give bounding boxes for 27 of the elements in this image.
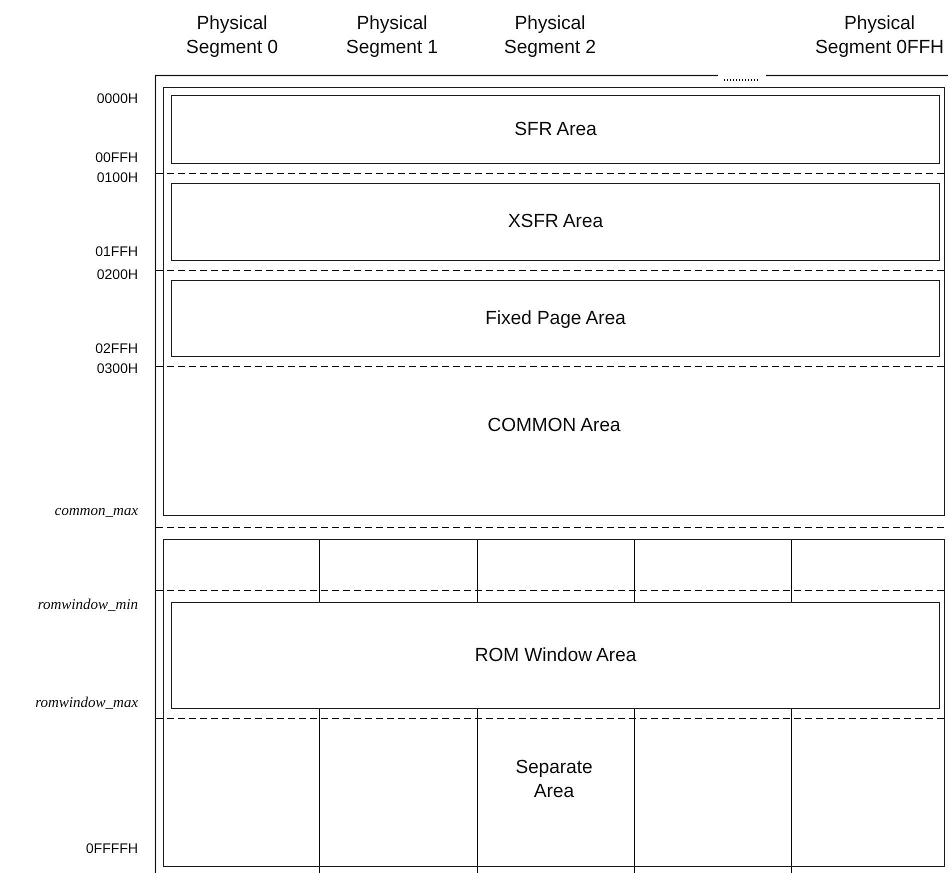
- address-label: romwindow_min: [38, 597, 138, 614]
- area-label: XSFR Area: [508, 211, 604, 233]
- address-label: 0200H: [96, 266, 138, 282]
- memory-area-box: [163, 87, 945, 516]
- address-label: 0300H: [96, 360, 138, 376]
- memory-area-box: [163, 539, 945, 867]
- column-header: Physical Segment 0: [185, 12, 279, 60]
- column-header: Physical Segment 0FFH: [814, 12, 945, 60]
- column-header: Physical Segment 1: [345, 12, 439, 60]
- area-label: Fixed Page Area: [485, 308, 626, 330]
- memory-area-box: [171, 602, 940, 709]
- memory-area-box: [171, 183, 940, 261]
- column-header: Physical Segment 2: [503, 12, 597, 60]
- address-label: 0000H: [96, 90, 138, 106]
- address-label: 0FFFFH: [86, 840, 138, 856]
- area-label: COMMON Area: [487, 415, 621, 437]
- address-label: romwindow_max: [35, 695, 138, 712]
- address-label: 00FFH: [95, 149, 138, 165]
- address-label: 02FFH: [95, 340, 138, 356]
- memory-area-box: [171, 280, 940, 357]
- address-label: common_max: [54, 503, 138, 520]
- area-label: ROM Window Area: [474, 644, 636, 666]
- area-label: SFR Area: [514, 118, 597, 140]
- address-label: 0100H: [96, 169, 138, 185]
- address-label: 01FFH: [95, 243, 138, 259]
- memory-area-box: [171, 95, 940, 164]
- area-label: Separate Area: [514, 756, 594, 804]
